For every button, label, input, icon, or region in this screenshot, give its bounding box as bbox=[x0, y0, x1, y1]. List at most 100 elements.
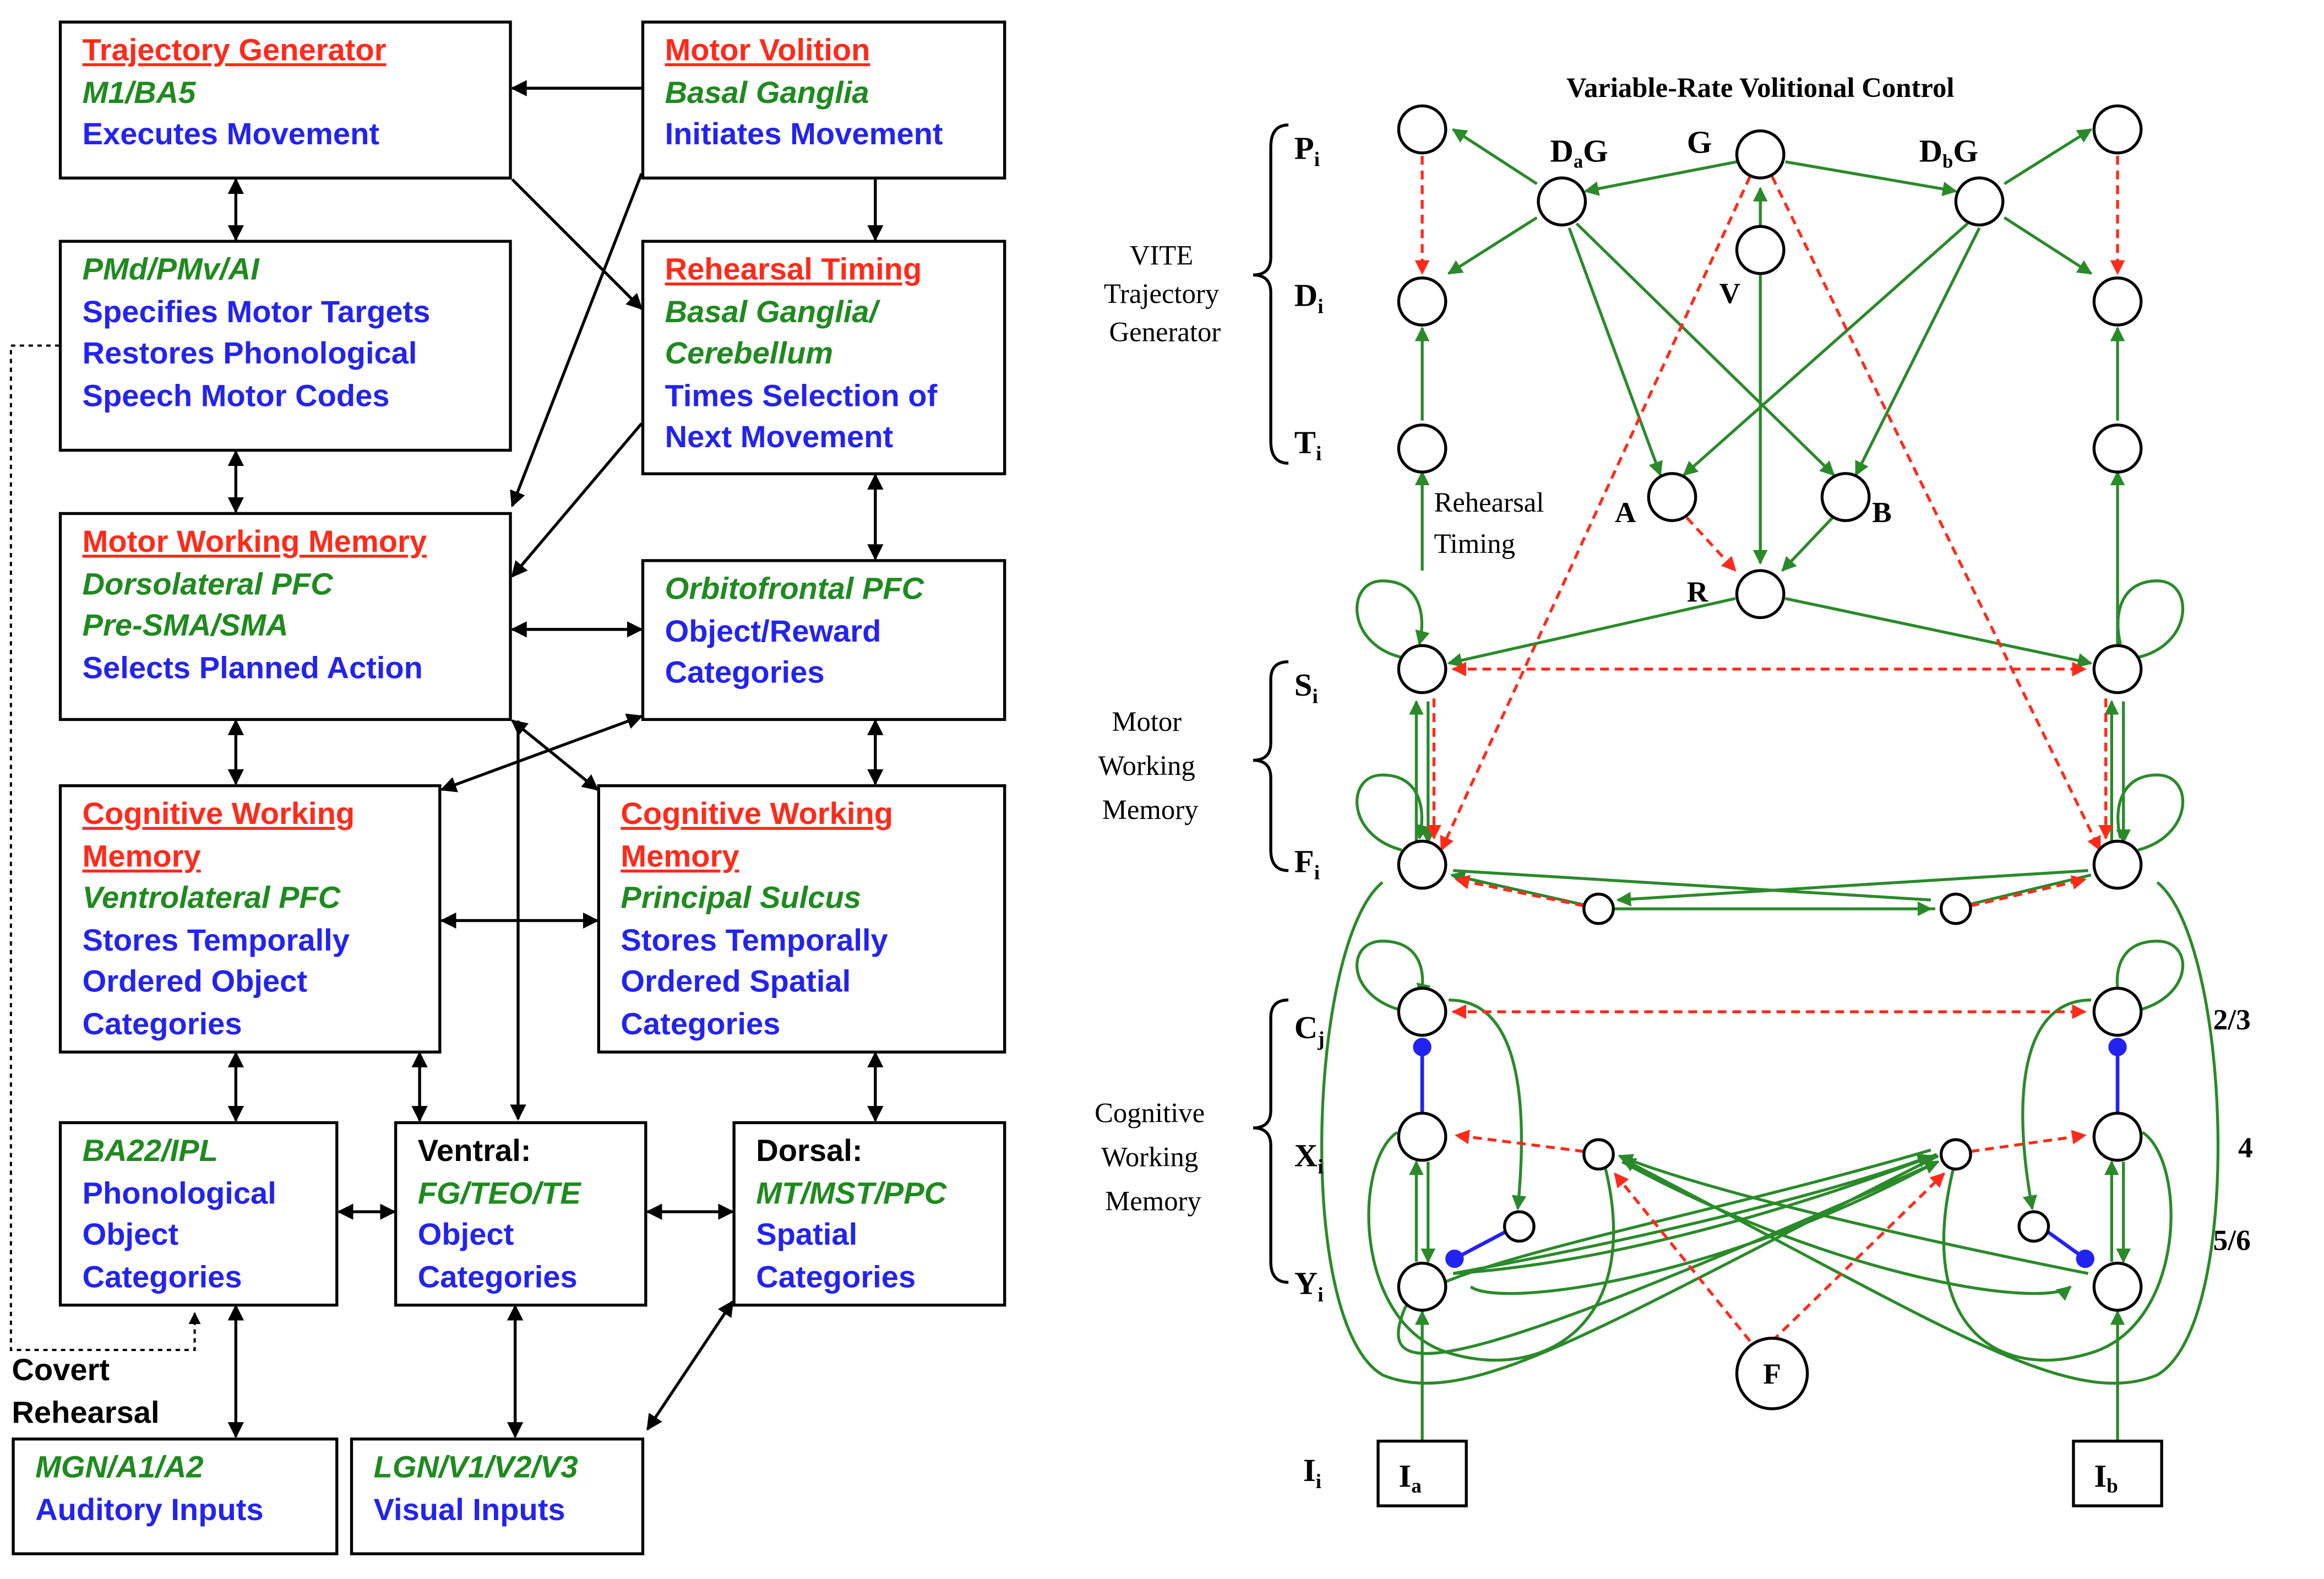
dorsal-line-2: Spatial bbox=[756, 1218, 858, 1252]
c-left-node bbox=[1397, 986, 1447, 1037]
pmd-line-1: Specifies Motor Targets bbox=[82, 295, 431, 329]
y-right-node bbox=[2092, 1261, 2143, 1312]
group-braces bbox=[1253, 123, 1289, 1284]
label-a: A bbox=[1615, 496, 1636, 529]
s-right-node bbox=[2092, 644, 2143, 694]
motorwm-line-3: Selects Planned Action bbox=[82, 651, 423, 685]
label-p-letter: P bbox=[1294, 130, 1314, 166]
cogwm2-line-0: Cognitive Working bbox=[621, 797, 893, 832]
label-dbg: DbG bbox=[1919, 133, 1978, 172]
interneuron-right bbox=[1939, 892, 1972, 925]
x-right-node bbox=[2092, 1111, 2143, 1162]
cogwm2-line-5: Categories bbox=[621, 1007, 781, 1041]
left-connections bbox=[9, 80, 884, 1439]
dorsal-line-3: Categories bbox=[756, 1260, 916, 1294]
interneuron-left bbox=[1582, 892, 1615, 925]
volition-line-0: Motor Volition bbox=[665, 34, 870, 68]
auditory-line-0: MGN/A1/A2 bbox=[35, 1451, 204, 1485]
f-bottom-node bbox=[1735, 1337, 1809, 1410]
vite-label: VITE Trajectory Generator bbox=[1104, 240, 1226, 348]
label-t-letter: T bbox=[1294, 424, 1316, 460]
timing-line-2: Cerebellum bbox=[665, 337, 834, 371]
layer56-left-small bbox=[1503, 1210, 1536, 1243]
layer56-right-small bbox=[2017, 1210, 2050, 1243]
dbg-node bbox=[1954, 176, 2005, 227]
auditory-line-1: Auditory Inputs bbox=[35, 1493, 264, 1527]
timing-line-4: Next Movement bbox=[665, 421, 894, 455]
ventral-line-2: Object bbox=[417, 1218, 514, 1252]
x-interneuron-left bbox=[1582, 1138, 1615, 1171]
p-right-node bbox=[2092, 104, 2143, 155]
cognitive-wm-label: Cognitive Working Memory bbox=[1095, 1097, 1212, 1216]
timing-line-0: Rehearsal Timing bbox=[665, 253, 922, 287]
d-left-node bbox=[1397, 276, 1447, 327]
cogwm1-line-0: Cognitive Working bbox=[82, 797, 355, 832]
blue-connections bbox=[1413, 1038, 2127, 1268]
layer-56-label: 5/6 bbox=[2213, 1224, 2251, 1257]
orbito-line-2: Categories bbox=[665, 656, 825, 690]
label-d-letter: D bbox=[1294, 277, 1318, 313]
label-i: Ii bbox=[1303, 1452, 1321, 1493]
a-node bbox=[1647, 472, 1697, 522]
s-left-node bbox=[1397, 644, 1447, 694]
cogwm1-line-4: Ordered Object bbox=[82, 965, 308, 1000]
trajgen-line-1: M1/BA5 bbox=[82, 75, 196, 110]
inhibitory-connections bbox=[1414, 156, 2125, 1343]
r-node bbox=[1735, 569, 1786, 620]
motorwm-line-0: Motor Working Memory bbox=[82, 525, 427, 560]
cogwm1-line-2: Ventrolateral PFC bbox=[82, 881, 341, 915]
timing-line-3: Times Selection of bbox=[665, 378, 938, 413]
cogwm2-line-2: Principal Sulcus bbox=[621, 881, 861, 915]
input-b-label: Ib bbox=[2094, 1458, 2118, 1497]
label-f-bottom: F bbox=[1763, 1358, 1781, 1391]
trajgen-line-2: Executes Movement bbox=[82, 117, 380, 152]
dag-node bbox=[1537, 176, 1587, 227]
pmd-line-0: PMd/PMv/AI bbox=[82, 253, 259, 287]
cogwm2-line-4: Ordered Spatial bbox=[621, 965, 851, 1000]
label-p: Pi bbox=[1294, 130, 1320, 171]
g-node bbox=[1735, 129, 1786, 180]
visual-line-1: Visual Inputs bbox=[373, 1493, 565, 1527]
motorwm-line-2: Pre-SMA/SMA bbox=[82, 609, 289, 643]
input-a-label: Ia bbox=[1398, 1458, 1422, 1497]
motorwm-line-1: Dorsolateral PFC bbox=[82, 567, 333, 601]
c-right-node bbox=[2092, 986, 2143, 1037]
f-right-node bbox=[2092, 839, 2143, 890]
input-a-box bbox=[1376, 1440, 1468, 1507]
label-f: Fi bbox=[1294, 843, 1320, 884]
label-y: Yi bbox=[1294, 1266, 1324, 1306]
orbito-line-0: Orbitofrontal PFC bbox=[665, 572, 924, 606]
trajgen-line-0: Trajectory Generator bbox=[82, 34, 387, 68]
v-node bbox=[1735, 225, 1786, 275]
ba22-line-2: Object bbox=[82, 1218, 179, 1252]
ba22-line-3: Categories bbox=[82, 1260, 242, 1294]
label-v: V bbox=[1719, 276, 1740, 310]
label-g: G bbox=[1687, 124, 1712, 160]
label-s: Si bbox=[1294, 667, 1318, 708]
label-f-letter: F bbox=[1294, 843, 1314, 879]
label-x: Xi bbox=[1294, 1137, 1324, 1178]
b-node bbox=[1820, 472, 1871, 522]
layer-23-label: 2/3 bbox=[2213, 1003, 2251, 1036]
p-left-node bbox=[1397, 104, 1447, 155]
ventral-line-0: Ventral: bbox=[417, 1134, 531, 1169]
ventral-line-3: Categories bbox=[417, 1260, 578, 1294]
label-c-letter: C bbox=[1294, 1010, 1318, 1045]
cogwm1-line-1: Memory bbox=[82, 839, 201, 873]
label-s-letter: S bbox=[1294, 667, 1313, 703]
layer-4-label: 4 bbox=[2238, 1131, 2253, 1164]
